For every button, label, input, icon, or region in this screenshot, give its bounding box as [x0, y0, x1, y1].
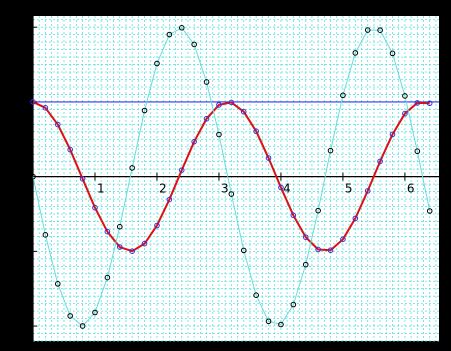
series-1-point	[302, 234, 309, 240]
series-2-point	[389, 50, 396, 57]
series-1-point	[178, 167, 185, 173]
series-2-point	[116, 223, 123, 230]
y-tick-label: 2	[22, 21, 30, 35]
series-1-point	[191, 138, 197, 145]
series-1-point	[216, 102, 222, 108]
series-2-point	[253, 292, 259, 299]
series-1-point	[166, 196, 173, 203]
series-1-point	[154, 222, 160, 229]
series-1-line	[32, 101, 430, 253]
x-tick-label: 5	[345, 182, 353, 196]
series-1-point	[389, 131, 396, 138]
series-2-point	[141, 107, 148, 114]
series-2-point	[92, 309, 98, 316]
series-2-point	[315, 207, 321, 214]
series-1-point	[104, 228, 111, 235]
series-2-point	[302, 261, 309, 268]
x-tick-label: 2	[159, 182, 167, 196]
series-layer	[30, 25, 433, 329]
series-1-point	[30, 99, 36, 105]
series-1-point	[203, 115, 210, 122]
series-1-point	[364, 188, 371, 194]
series-2-point	[154, 60, 160, 67]
x-tick-label: 3	[221, 182, 229, 196]
series-2-point	[166, 31, 173, 38]
series-1-point	[327, 247, 334, 254]
series-1-point	[340, 236, 346, 243]
y-tick-label: -2	[18, 320, 30, 334]
series-2-point	[265, 318, 272, 325]
series-1-point	[278, 184, 284, 191]
series-2-point	[377, 27, 383, 34]
series-2-point	[54, 281, 61, 287]
series-2-point	[30, 173, 36, 180]
series-2-line	[32, 27, 431, 327]
series-2-point	[240, 247, 247, 254]
series-2-point	[278, 321, 284, 328]
series-2-point	[228, 191, 235, 197]
series-1-point	[129, 248, 135, 254]
series-2-point	[426, 208, 433, 214]
x-tick-label: 0	[20, 182, 28, 196]
series-2-point	[340, 92, 346, 99]
series-2-point	[352, 50, 359, 56]
x-tick-label: 6	[407, 182, 415, 196]
series-1-point	[414, 100, 421, 106]
series-1-point	[228, 99, 235, 106]
series-1-point	[42, 105, 49, 111]
series-2-point	[402, 93, 408, 99]
series-1-point	[265, 155, 272, 161]
series-2-point	[79, 323, 86, 329]
series-2-point	[364, 27, 371, 33]
series-2-point	[129, 165, 135, 171]
series-1-point	[240, 108, 247, 115]
series-1-point	[315, 246, 321, 253]
y-tick-label: 1	[22, 96, 30, 110]
series-2-point	[104, 274, 111, 281]
series-2-point	[203, 79, 210, 85]
series-1-point	[116, 244, 123, 250]
series-1-point	[79, 176, 86, 182]
series-1-point	[54, 121, 61, 128]
series-2-point	[216, 131, 222, 138]
series-1-point	[377, 158, 383, 165]
series-1-point	[290, 212, 297, 219]
series-1-point	[253, 128, 259, 135]
series-2-point	[67, 313, 73, 319]
series-2-point	[42, 232, 49, 238]
series-2-point	[327, 147, 334, 154]
x-tick-label: 1	[97, 182, 105, 196]
x-tick-label: 4	[283, 182, 291, 196]
series-1-point	[67, 146, 73, 153]
tick-label-layer: 0 1 2 3 4 5 6 2 1 -1 -2	[18, 21, 415, 334]
series-2-point	[414, 148, 421, 155]
series-1-point	[402, 110, 408, 117]
y-tick-label: -1	[18, 245, 30, 259]
plot-area	[33, 16, 439, 341]
series-1-point	[92, 204, 98, 211]
series-2-point	[178, 25, 185, 31]
series-1-point	[426, 100, 433, 107]
series-1-point	[352, 215, 359, 222]
series-2-point	[191, 41, 197, 48]
series-2-point	[290, 301, 297, 308]
series-1-point	[141, 240, 148, 247]
